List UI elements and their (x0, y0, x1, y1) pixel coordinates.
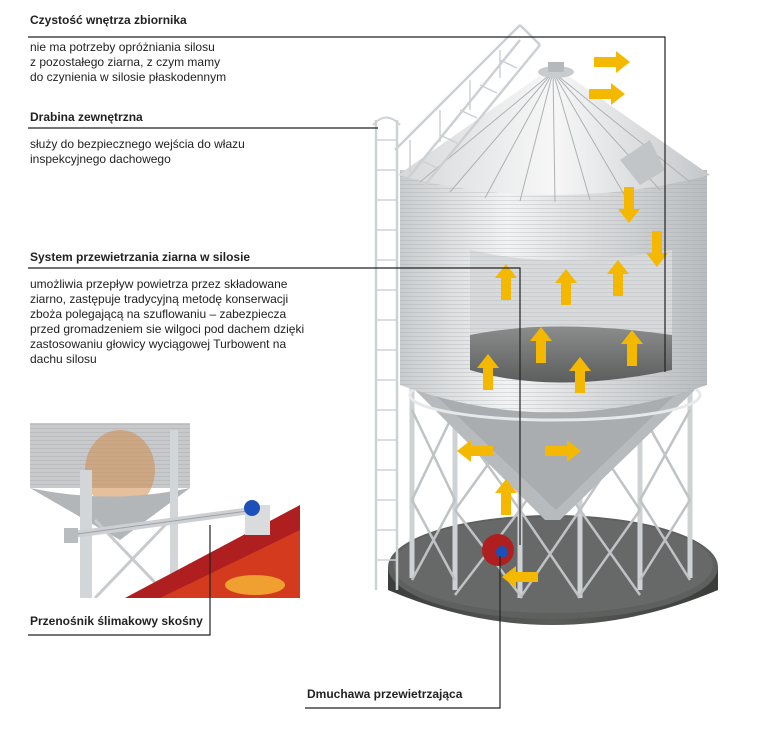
annotation-desc-line: przed gromadzeniem sie wilgoci pod dache… (30, 322, 305, 336)
annotation-desc-line: inspekcyjnego dachowego (30, 152, 171, 166)
annotation-title: Dmuchawa przewietrzająca (307, 687, 463, 701)
annotation-desc-line: dachu silosu (30, 352, 97, 366)
annotation-title: Czystość wnętrza zbiornika (30, 13, 187, 27)
annotation-desc-line: zastosowaniu głowicy wyciągowej Turbowen… (30, 337, 287, 351)
annotation-title: Drabina zewnętrzna (30, 110, 143, 124)
aeration-blower (482, 534, 514, 566)
leader-lines (28, 36, 666, 709)
annotation-screw-conveyor: Przenośnik ślimakowy skośny (30, 614, 203, 632)
external-ladder (372, 116, 401, 590)
annotation-title: Przenośnik ślimakowy skośny (30, 614, 203, 628)
concrete-base (388, 515, 718, 625)
annotation-desc-line: zboża polegającą na szuflowaniu – zabezp… (30, 307, 287, 321)
annotation-interior-cleanliness: Czystość wnętrza zbiornika nie ma potrze… (30, 13, 226, 85)
annotation-desc-line: z pozostałego ziarna, z czym mamy (30, 55, 221, 69)
annotation-title: System przewietrzania ziarna w silosie (30, 250, 251, 264)
annotation-desc-line: służy do bezpiecznego wejścia do włazu (30, 137, 245, 151)
annotation-desc-line: do czynienia w silosie płaskodennym (30, 70, 227, 84)
annotation-desc-line: nie ma potrzeby opróżniania silosu (30, 40, 215, 54)
conveyor-inset (30, 423, 300, 598)
annotation-external-ladder: Drabina zewnętrzna służy do bezpiecznego… (30, 110, 245, 167)
annotation-desc-line: umożliwia przepływ powietrza przez skład… (30, 277, 288, 291)
roof-ladder (394, 24, 541, 186)
annotation-blower: Dmuchawa przewietrzająca (307, 687, 462, 705)
annotation-desc-line: ziarno, zastępuje tradycyjną metodę kons… (30, 292, 289, 306)
silo-roof (398, 62, 710, 203)
silo-wall (400, 170, 707, 413)
annotation-aeration-system: System przewietrzania ziarna w silosie u… (30, 250, 304, 367)
